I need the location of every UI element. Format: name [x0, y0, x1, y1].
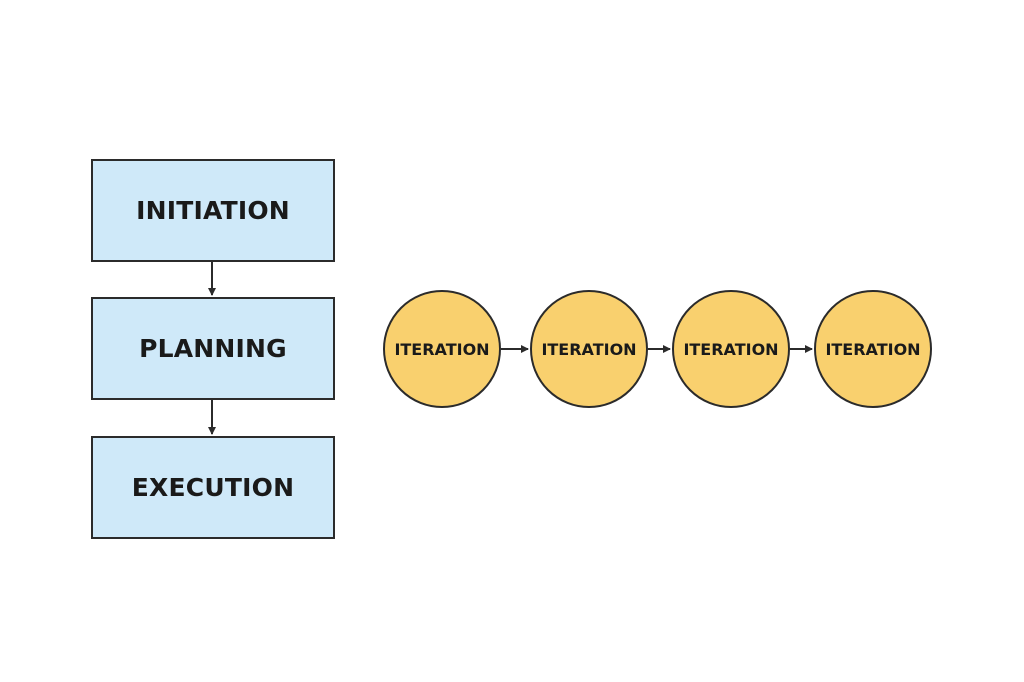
phase-label: INITIATION — [136, 196, 290, 225]
phase-label: EXECUTION — [131, 473, 295, 502]
iteration-label: ITERATION — [683, 339, 779, 359]
iteration-label: ITERATION — [394, 339, 490, 359]
iteration-circle-3: ITERATION — [672, 290, 790, 408]
iteration-circle-2: ITERATION — [530, 290, 648, 408]
phase-box-execution: EXECUTION — [91, 436, 335, 539]
phase-box-planning: PLANNING — [91, 297, 335, 400]
iteration-label: ITERATION — [541, 339, 637, 359]
phase-label: PLANNING — [139, 334, 287, 363]
phase-box-initiation: INITIATION — [91, 159, 335, 262]
iteration-circle-4: ITERATION — [814, 290, 932, 408]
iteration-circle-1: ITERATION — [383, 290, 501, 408]
iteration-label: ITERATION — [825, 339, 921, 359]
